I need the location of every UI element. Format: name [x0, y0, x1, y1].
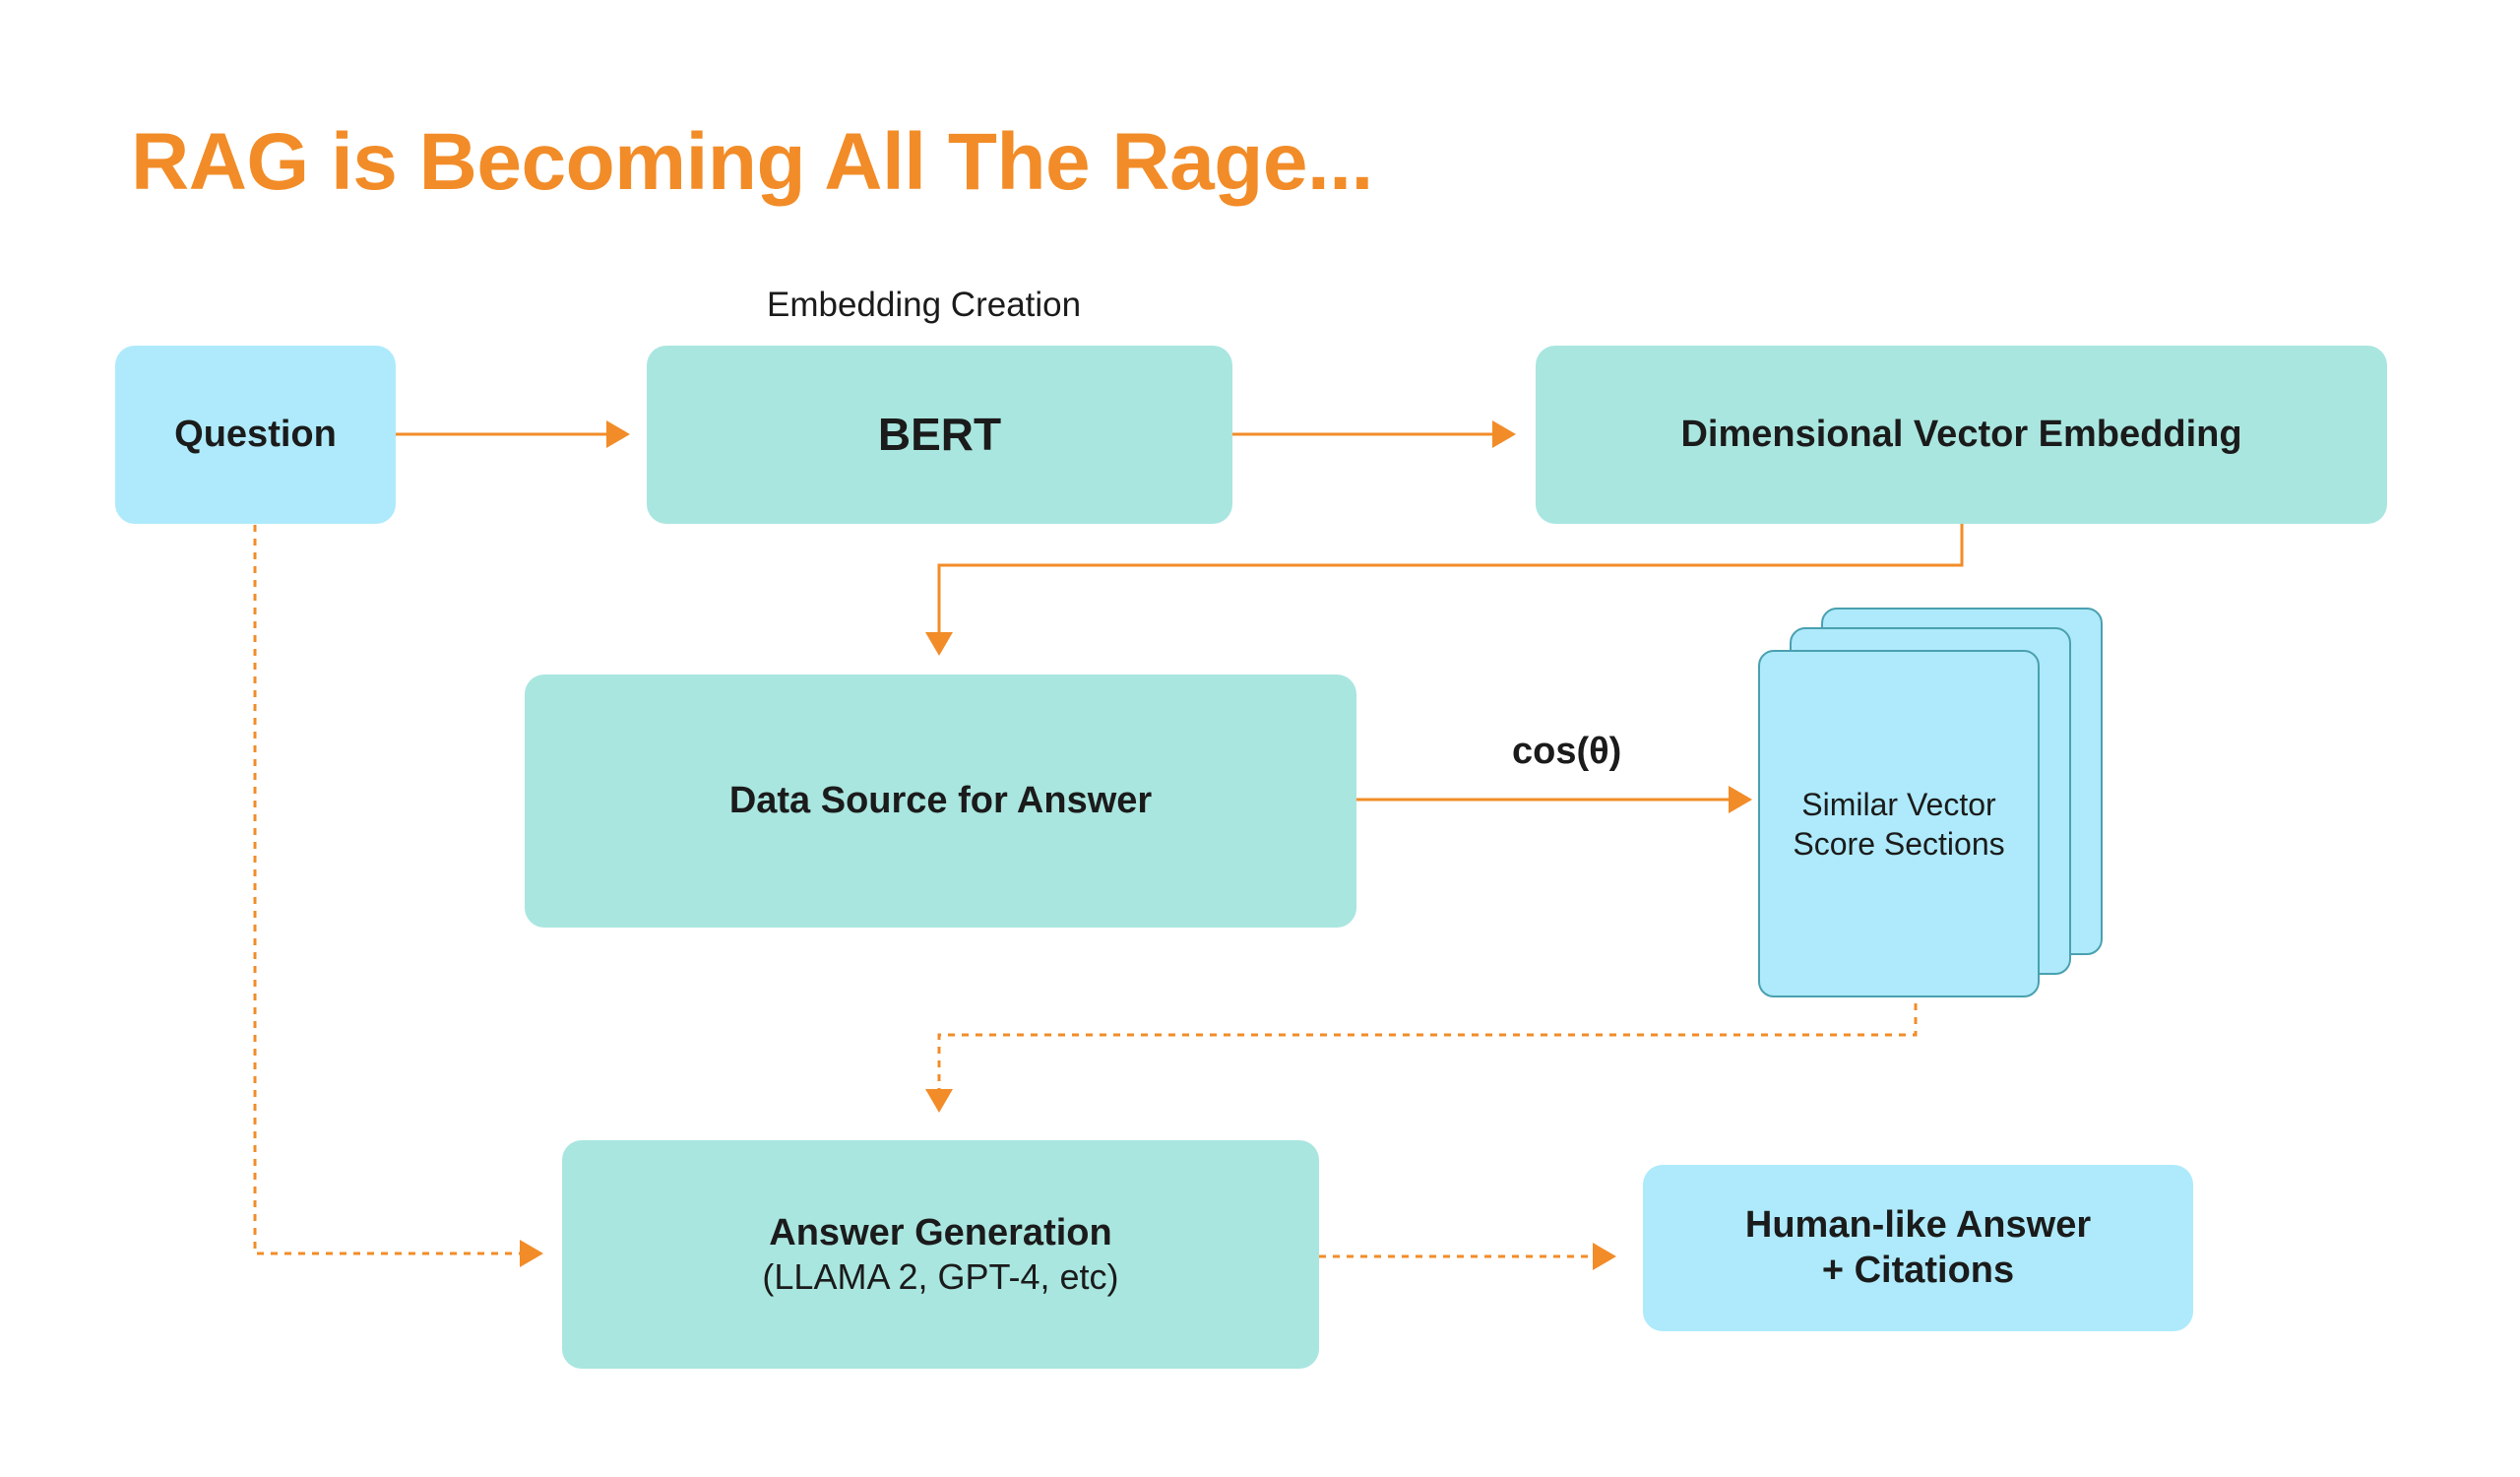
human-answer-node: Human-like Answer + Citations [1643, 1165, 2193, 1331]
embedding-creation-caption: Embedding Creation [767, 286, 1082, 324]
arrowhead-bert [606, 420, 630, 448]
similar-sections-label: Similar Vector Score Sections [1793, 786, 2005, 862]
similar-sections-card-front [1758, 650, 2040, 997]
bert-label: BERT [877, 408, 1002, 460]
vector-embedding-label: Dimensional Vector Embedding [1680, 413, 2242, 455]
similar-sections-text: Similar Vector Score Sections [1758, 650, 2040, 997]
page-title: RAG is Becoming All The Rage... [131, 117, 1373, 207]
vector-embedding-node: Dimensional Vector Embedding [1536, 346, 2387, 524]
data-source-label: Data Source for Answer [728, 779, 1153, 821]
arrowhead-generation-top [925, 1089, 953, 1113]
arrowhead-generation-left [520, 1240, 543, 1267]
answer-generation-sublabel: (LLAMA 2, GPT-4, etc) [762, 1256, 1119, 1298]
bert-node: BERT [647, 346, 1232, 524]
question-label: Question [174, 413, 337, 455]
cosine-label: cos(θ) [1512, 731, 1622, 772]
answer-generation-node: Answer Generation (LLAMA 2, GPT-4, etc) [562, 1140, 1319, 1369]
arrowhead-human-answer [1593, 1243, 1616, 1270]
answer-generation-label: Answer Generation [769, 1211, 1112, 1253]
data-source-node: Data Source for Answer [525, 674, 1356, 928]
question-node: Question [115, 346, 396, 524]
arrow-question-to-generation [253, 525, 520, 1255]
arrow-embedding-to-datasource [937, 524, 1964, 632]
human-answer-line2: + Citations [1821, 1249, 2015, 1291]
arrowhead-datasource [925, 632, 953, 656]
human-answer-line1: Human-like Answer [1744, 1203, 2092, 1246]
arrowhead-sections [1729, 786, 1752, 813]
arrowhead-embedding [1492, 420, 1516, 448]
arrow-sections-to-generation [937, 1003, 1918, 1090]
